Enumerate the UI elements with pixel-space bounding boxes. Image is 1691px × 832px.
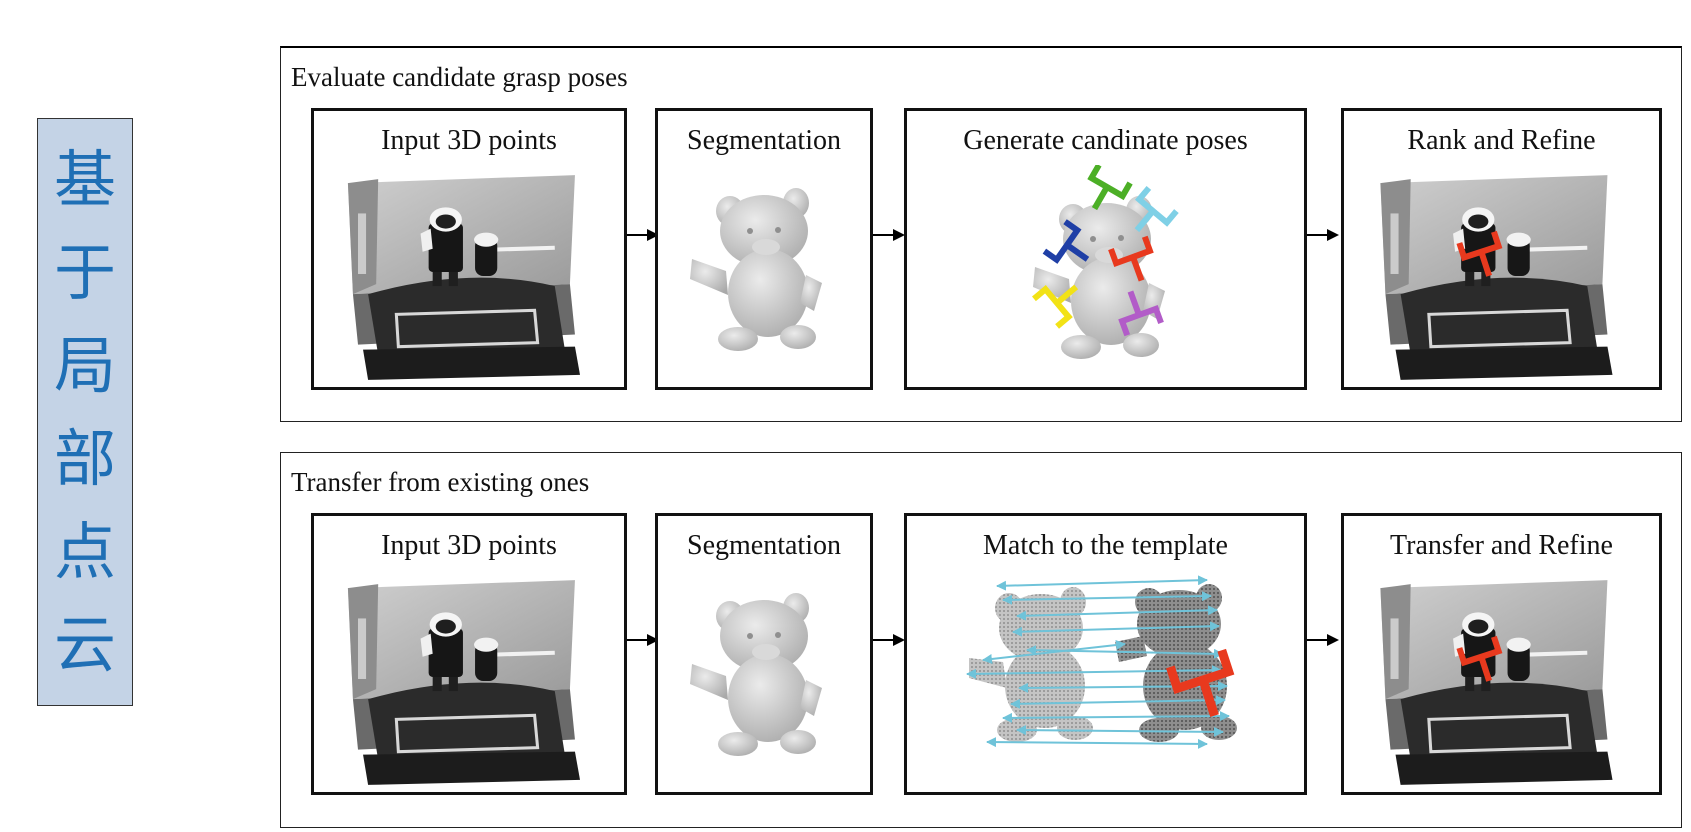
match-line	[966, 665, 1222, 679]
side-label-char: 基	[53, 142, 116, 216]
flow-arrow	[873, 228, 905, 242]
flow-arrow	[627, 633, 659, 647]
match-line	[1016, 605, 1218, 621]
match-line	[1010, 695, 1226, 709]
scene-image	[314, 165, 624, 387]
side-label-char: 云	[53, 607, 116, 681]
panel-title: Transfer and Refine	[1390, 530, 1613, 561]
match-line	[1002, 591, 1212, 605]
match-line	[996, 575, 1208, 591]
candidate-poses-image	[1033, 165, 1304, 359]
match-line	[1002, 711, 1230, 723]
panel-transfer-refine: Transfer and Refine	[1341, 513, 1662, 795]
panel-title: Segmentation	[687, 530, 841, 561]
side-label-char: 于	[53, 235, 116, 309]
pipeline-evaluate: Evaluate candidate grasp poses Input 3D …	[280, 46, 1682, 422]
panel-segmentation: Segmentation	[655, 513, 873, 795]
side-label-char: 部	[53, 421, 116, 495]
panel-title: Rank and Refine	[1407, 125, 1596, 156]
flow-arrow	[627, 228, 659, 242]
panel-segmentation: Segmentation	[655, 108, 873, 390]
panel-title: Input 3D points	[381, 530, 557, 561]
panel-rank-refine: Rank and Refine	[1341, 108, 1662, 390]
flow-arrow	[1307, 228, 1339, 242]
observed-bear	[1115, 584, 1237, 742]
match-line	[986, 737, 1208, 749]
panel-input-points: Input 3D points	[311, 513, 627, 795]
panel-match-template: Match to the template	[904, 513, 1307, 795]
side-label-char: 局	[53, 328, 116, 402]
match-line	[1012, 621, 1220, 637]
flow-arrow	[1307, 633, 1339, 647]
pipeline-title: Evaluate candidate grasp poses	[291, 62, 628, 92]
scene-image	[314, 570, 624, 792]
pipeline-title: Transfer from existing ones	[291, 467, 590, 497]
panel-title: Match to the template	[983, 530, 1228, 561]
panel-title: Generate candinate poses	[963, 125, 1248, 156]
panel-generate-poses: Generate candinate poses	[904, 108, 1307, 390]
match-line	[1026, 645, 1224, 659]
scene-with-grasp-image	[1344, 165, 1659, 387]
scene-with-grasp-image	[1344, 570, 1659, 792]
match-line	[1016, 725, 1224, 737]
bear-segment-image	[690, 188, 822, 351]
panel-title: Input 3D points	[381, 125, 557, 156]
flow-arrow	[873, 633, 905, 647]
pipeline-transfer: Transfer from existing ones Input 3D poi…	[280, 452, 1682, 828]
panel-input-points: Input 3D points	[311, 108, 627, 390]
template-match-image	[966, 575, 1304, 749]
side-label: 基 于 局 部 点 云	[37, 118, 133, 706]
side-label-char: 点	[53, 514, 116, 588]
bear-segment-image	[690, 593, 822, 756]
panel-title: Segmentation	[687, 125, 841, 156]
